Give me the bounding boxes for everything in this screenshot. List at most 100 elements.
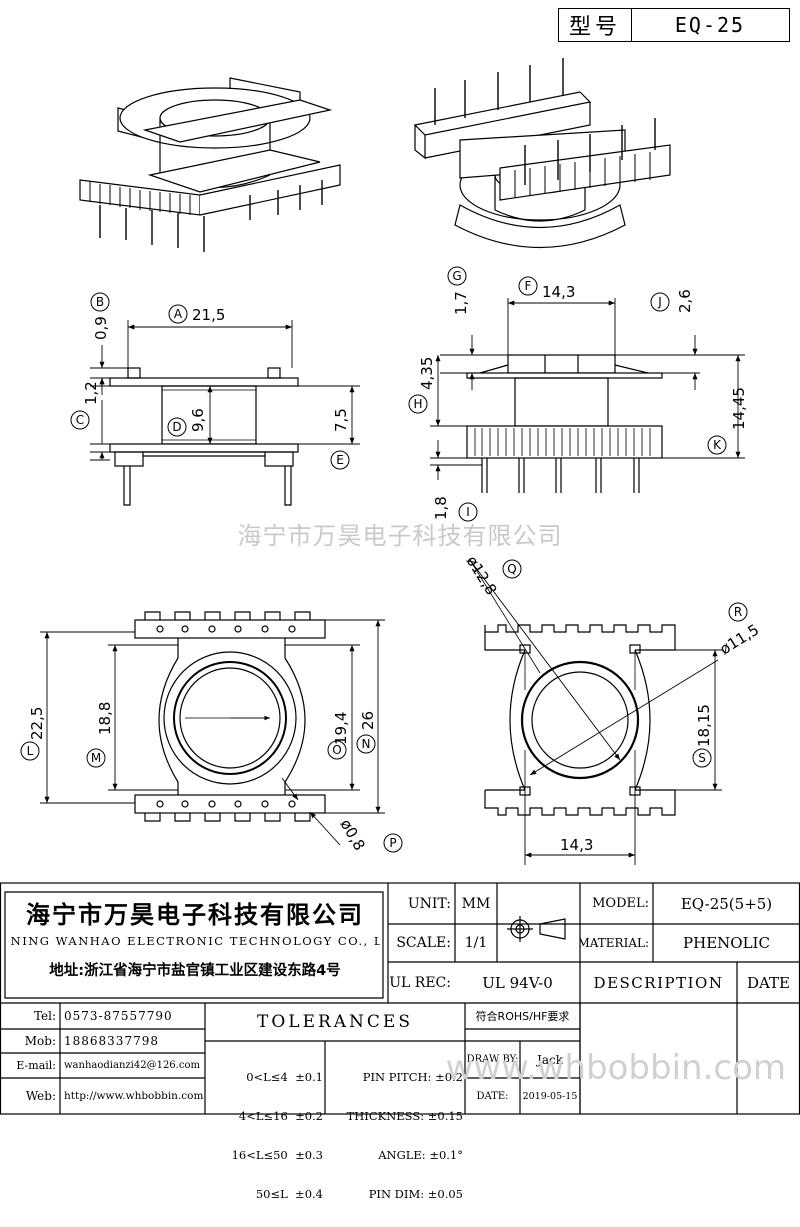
tol-range-4: 50≤L ±0.4 (255, 1187, 323, 1201)
model-header-value: EQ-25 (674, 13, 746, 37)
dim-M: 18,8 (96, 702, 114, 735)
tel-label: Tel: (33, 1009, 56, 1023)
top-view-right-dims (469, 559, 722, 865)
marker-G: G (452, 269, 461, 283)
side-view-left-dims (90, 320, 360, 461)
dim-G: 1,7 (452, 291, 470, 315)
dim-B: 0,9 (92, 316, 110, 340)
bottom-view-left (134, 611, 326, 822)
marker-N: N (362, 737, 371, 751)
mob-value: 18868337798 (64, 1034, 159, 1048)
dim-N: 26 (359, 711, 377, 730)
dim-H: 4,35 (418, 357, 436, 390)
tol-range-2: 4<L≤16 ±0.2 (238, 1109, 323, 1123)
tolerance-specs: PIN PITCH: ±0.2 THICKNESS: ±0.15 ANGLE: … (327, 1045, 463, 1227)
side-view-right-dims (430, 298, 745, 480)
marker-B: B (96, 295, 104, 309)
marker-L: L (27, 744, 34, 758)
dim-L: 22,5 (28, 707, 46, 740)
company-address: 地址:浙江省海宁市盐官镇工业区建设东路4号 (49, 962, 341, 979)
unit-label: UNIT: (407, 895, 451, 912)
draw-by-value: Jack (537, 1052, 563, 1067)
model-label: MODEL: (592, 896, 649, 911)
marker-P: P (389, 836, 396, 850)
model-header-label: 型号 (559, 9, 632, 41)
marker-Q: Q (507, 562, 516, 576)
material-value: PHENOLIC (683, 934, 770, 952)
ul-label: UL REC: (389, 974, 451, 991)
iso-view-right (413, 58, 671, 249)
date-header: DATE (747, 973, 790, 992)
marker-O: O (332, 743, 341, 757)
dim-E: 7,5 (332, 408, 350, 432)
web-label: Web: (25, 1089, 56, 1103)
marker-E: E (336, 453, 344, 467)
marker-D: D (172, 420, 181, 434)
mob-label: Mob: (24, 1034, 56, 1048)
marker-S: S (698, 751, 706, 765)
marker-K: K (713, 438, 722, 452)
watermark-company: 海宁市万昊电子科技有限公司 (237, 522, 563, 550)
title-block: 海宁市万昊电子科技有限公司 HAINING WANHAO ELECTRONIC … (0, 883, 800, 1201)
marker-letters: B A C D E G F J H K I L M O N P Q R S (27, 269, 743, 850)
tol-pin-pitch: PIN PITCH: ±0.2 (362, 1070, 463, 1084)
email-label: E-mail: (16, 1059, 56, 1072)
marker-H: H (413, 397, 422, 411)
dim-T: 14,3 (560, 836, 593, 854)
tol-angle: ANGLE: ±0.1° (378, 1148, 463, 1162)
tel-value: 0573-87557790 (64, 1009, 173, 1023)
tolerance-ranges: 0<L≤4 ±0.1 4<L≤16 ±0.2 16<L≤50 ±0.3 50≤L… (208, 1045, 323, 1227)
dim-D: 9,6 (189, 408, 207, 432)
dim-C: 1,2 (82, 381, 100, 405)
dim-R: ø11,5 (717, 621, 763, 659)
marker-C: C (76, 413, 84, 427)
dim-O: 19,4 (332, 712, 350, 745)
top-view-right (484, 624, 676, 816)
tol-range-3: 16<L≤50 ±0.3 (231, 1148, 323, 1162)
web-value[interactable]: http://www.whbobbin.com (64, 1090, 204, 1102)
model-value: EQ-25(5+5) (680, 894, 773, 913)
email-value[interactable]: wanhaodianzi42@126.com (64, 1060, 200, 1071)
tol-thickness: THICKNESS: ±0.15 (346, 1109, 463, 1123)
tol-range-1: 0<L≤4 ±0.1 (246, 1070, 323, 1084)
marker-A: A (174, 307, 183, 321)
bottom-view-left-dims (40, 619, 385, 846)
tolerances-header: TOLERANCES (257, 1012, 413, 1032)
unit-value: MM (461, 895, 491, 912)
company-name-cn: 海宁市万昊电子科技有限公司 (26, 900, 364, 929)
draw-by-label: DRAW BY: (466, 1054, 519, 1065)
markers (20, 266, 748, 853)
scale-label: SCALE: (396, 935, 451, 951)
marker-I: I (466, 505, 470, 519)
company-name-en: HAINING WANHAO ELECTRONIC TECHNOLOGY CO.… (10, 934, 380, 948)
model-header-box: 型号 EQ-25 (558, 8, 790, 42)
marker-M: M (91, 751, 101, 765)
ul-value: UL 94V-0 (482, 973, 553, 992)
dim-J: 2,6 (676, 289, 694, 313)
description-header: DESCRIPTION (593, 973, 724, 992)
dim-I: 1,8 (432, 496, 450, 520)
dim-K: 14,45 (730, 387, 748, 430)
watermark-url: www.whbobbin.com (445, 1048, 786, 1088)
iso-view-left (79, 77, 341, 252)
marker-F: F (525, 279, 532, 293)
title-block-grid (0, 882, 800, 1115)
projection-symbol (507, 916, 566, 942)
side-view-left (109, 367, 299, 506)
material-label: MATERIAL: (580, 936, 649, 950)
dim-Q: ø12,8 (463, 553, 501, 599)
rohs-note: 符合ROHS/HF要求 (475, 1010, 570, 1023)
dim-A: 21,5 (192, 306, 225, 324)
dim-P: ø0,8 (337, 816, 369, 854)
tol-pin-dim: PIN DIM: ±0.05 (368, 1187, 463, 1201)
dim-S: 18,15 (695, 704, 713, 747)
marker-R: R (734, 605, 742, 619)
side-view-right (466, 354, 663, 493)
scale-value: 1/1 (464, 935, 488, 951)
date-value: 2019-05-15 (522, 1090, 578, 1102)
date-small-label: DATE: (476, 1090, 509, 1102)
dimension-values: 21,5 0,9 1,2 9,6 7,5 14,3 1,7 4,35 1,8 2… (28, 283, 762, 854)
technical-drawing: B A C D E G F J H K I L M O N P Q R S 21… (0, 58, 800, 1115)
marker-J: J (657, 295, 662, 309)
dim-F: 14,3 (542, 283, 575, 301)
